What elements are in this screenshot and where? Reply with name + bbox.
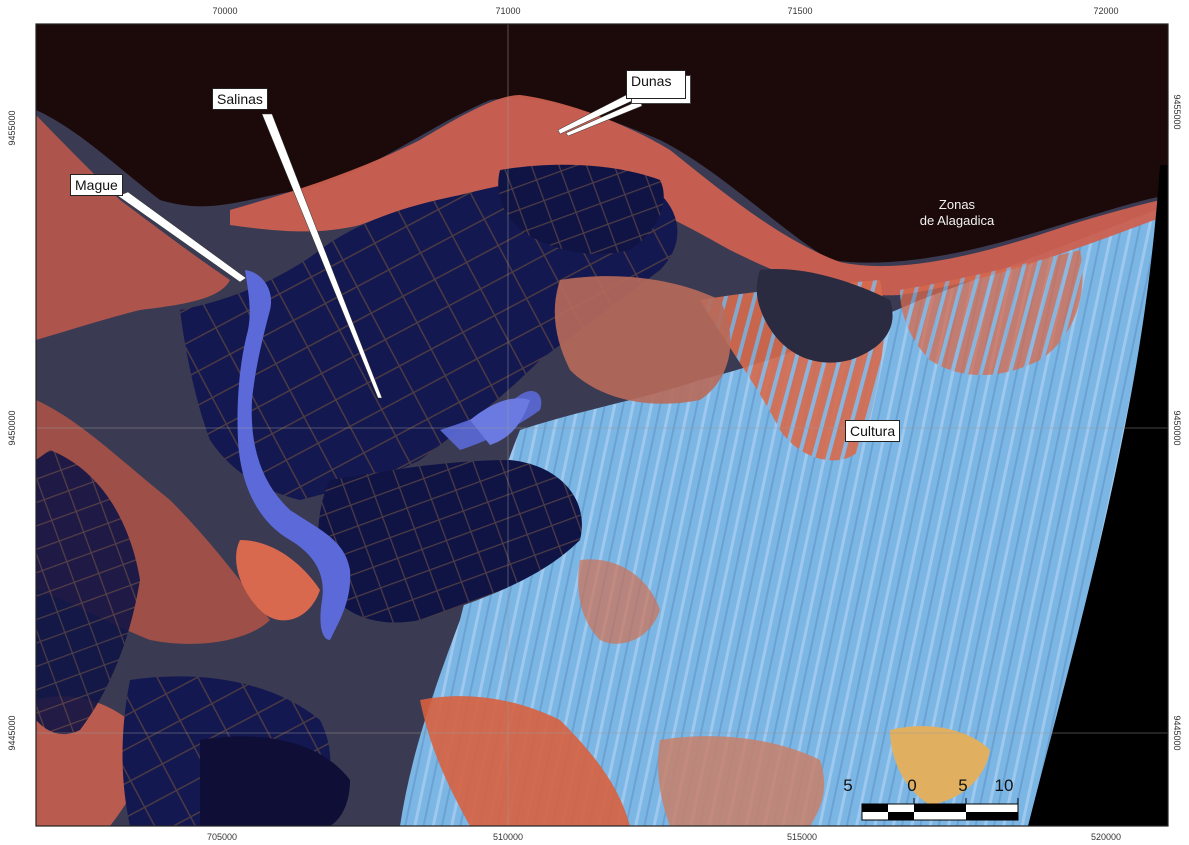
label-cultura: Cultura (845, 420, 901, 442)
coord-top-1: 70000 (212, 6, 238, 16)
scale-tick-1: 5 (843, 776, 853, 795)
coord-bottom-1: 705000 (206, 832, 238, 842)
map-frame (35, 23, 1169, 827)
coord-bottom-4: 520000 (1090, 832, 1122, 842)
western-land-area (36, 115, 230, 340)
coord-left-1: 9455000 (7, 110, 17, 146)
scale-bar (861, 798, 1019, 821)
label-zonas-alagadica: Zonas de Alagadica (890, 197, 1024, 229)
coord-top-2: 71000 (495, 6, 521, 16)
coord-bottom-2: 510000 (492, 832, 524, 842)
coord-right-3: 9445000 (1172, 715, 1182, 751)
coord-left-2: 9450000 (7, 410, 17, 446)
coordinate-grid (36, 24, 1168, 826)
coord-top-4: 72000 (1093, 6, 1119, 16)
scale-tick-4: 10 (994, 776, 1014, 795)
scale-tick-3: 5 (958, 776, 968, 795)
coord-right-2: 9450000 (1172, 410, 1182, 446)
salinas-ponds-area (180, 175, 678, 500)
label-zonas-line2: de Alagadica (919, 213, 995, 228)
map-image-layer (36, 24, 1168, 826)
coord-top-3: 71500 (787, 6, 813, 16)
coord-left-3: 9445000 (7, 715, 17, 751)
dunes-area (230, 95, 1160, 296)
label-dunas: Dunas (626, 70, 687, 99)
estuary-river (237, 270, 351, 640)
label-salinas: Salinas (212, 88, 268, 110)
label-mague: Mague (70, 174, 123, 196)
coord-right-1: 9455000 (1172, 94, 1182, 130)
scale-tick-2: 0 (907, 776, 917, 795)
callout-leaders (117, 91, 643, 399)
out-of-scene-area (1028, 165, 1168, 826)
coord-bottom-3: 515000 (786, 832, 818, 842)
label-zonas-line1: Zonas (938, 197, 976, 212)
